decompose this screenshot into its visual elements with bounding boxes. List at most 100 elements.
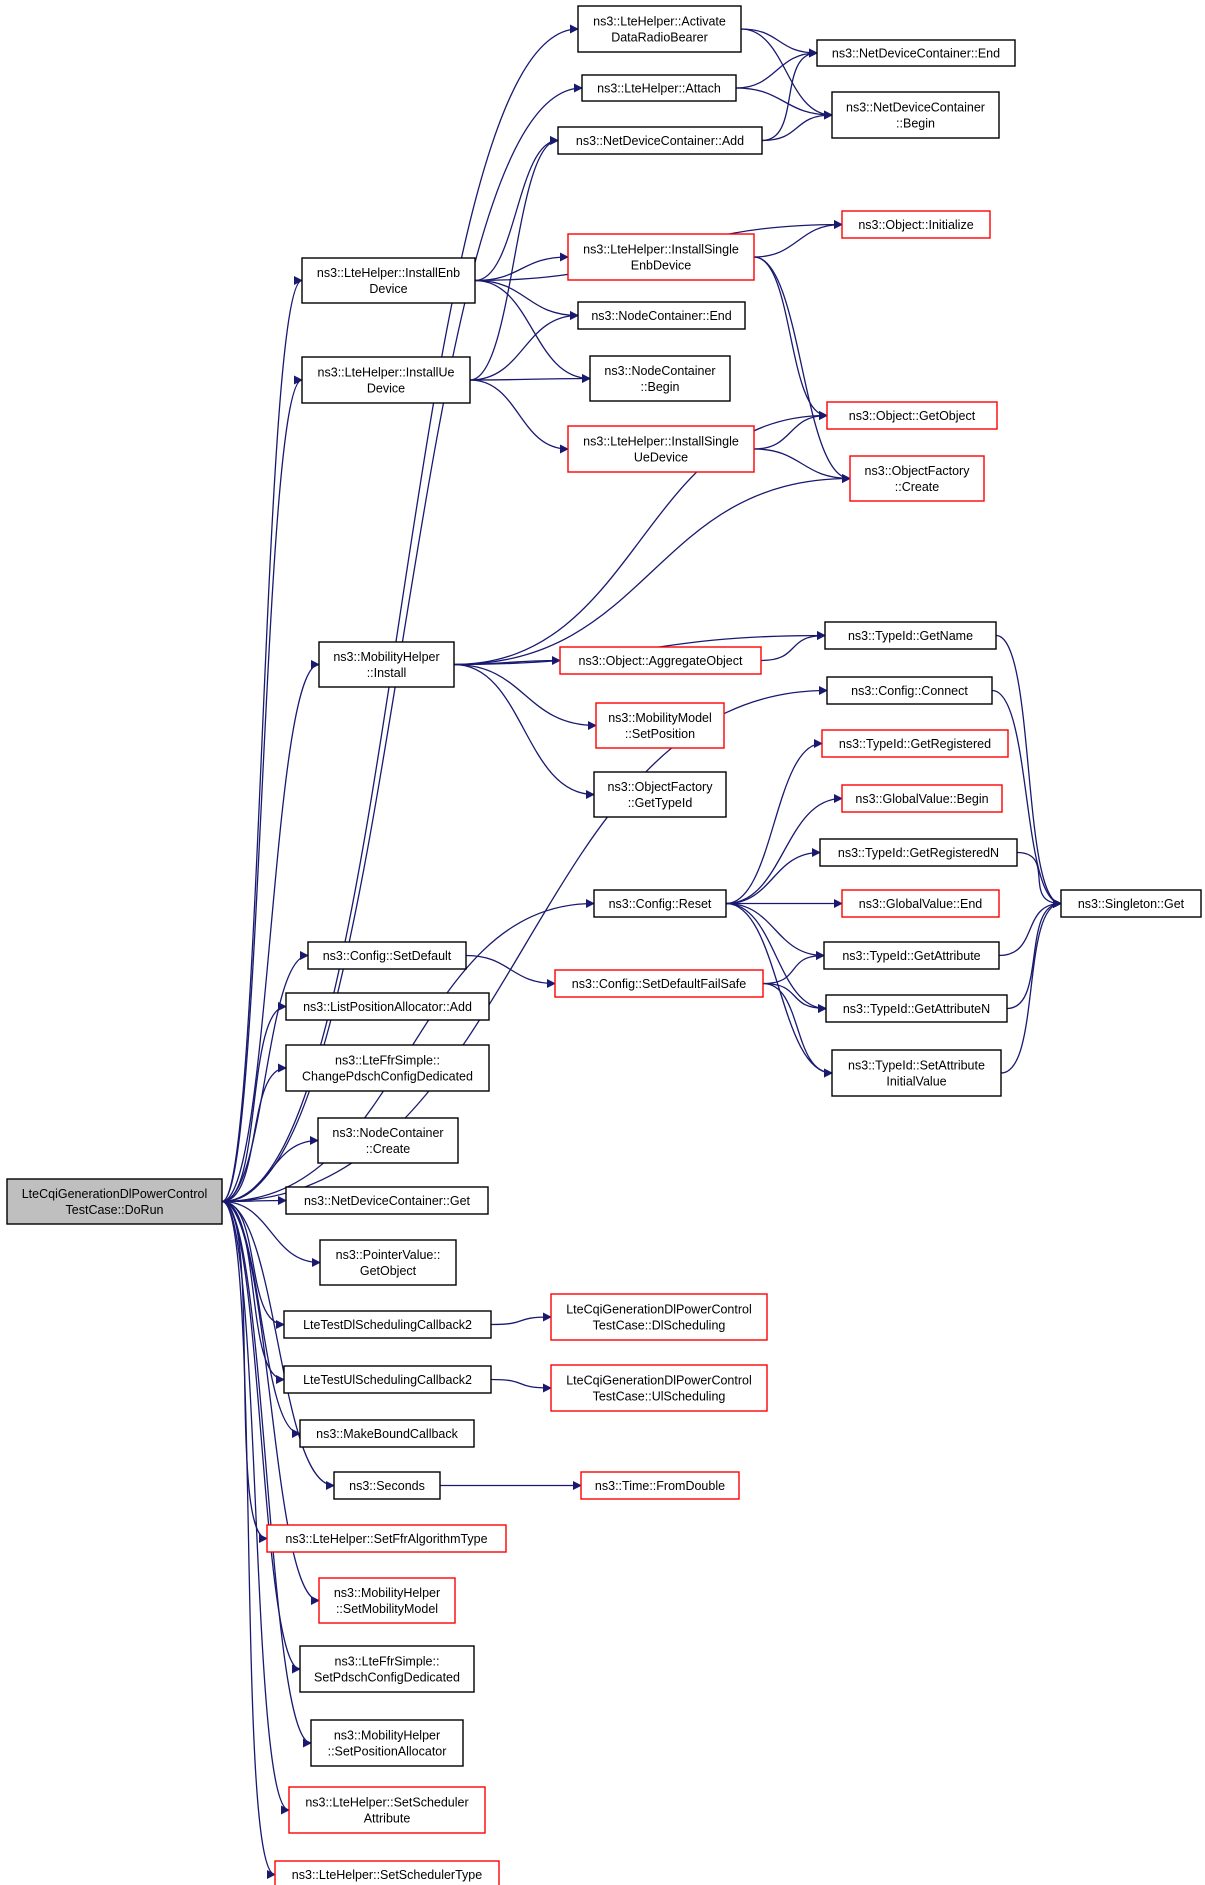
node-tidgetattrn[interactable]: ns3::TypeId::GetAttributeN — [825, 994, 1008, 1023]
edge-arrow — [221, 1200, 301, 1674]
node-box — [841, 784, 1003, 813]
node-label-line: TestCase::DlScheduling — [593, 1319, 726, 1333]
node-setmobility[interactable]: ns3::MobilityHelper::SetMobilityModel — [318, 1577, 456, 1624]
node-getobject[interactable]: ns3::Object::GetObject — [826, 401, 998, 430]
node-ndcget[interactable]: ns3::NetDeviceContainer::Get — [285, 1186, 489, 1215]
node-label-line: ns3::LteHelper::InstallSingle — [583, 243, 739, 257]
node-objinit[interactable]: ns3::Object::Initialize — [841, 210, 991, 239]
edge-arrow — [221, 1200, 321, 1267]
node-tidgetregn[interactable]: ns3::TypeId::GetRegisteredN — [819, 838, 1018, 867]
edge-mhinstall-to-mmsetpos — [453, 663, 597, 730]
node-makebound[interactable]: ns3::MakeBoundCallback — [299, 1419, 475, 1448]
node-lpaadd[interactable]: ns3::ListPositionAllocator::Add — [285, 992, 490, 1021]
edge-tidgetattr-to-singletonget — [998, 899, 1062, 957]
node-setpdsch[interactable]: ns3::LteFfrSimple::SetPdschConfigDedicat… — [299, 1645, 475, 1693]
edge-root-to-installenb — [221, 276, 303, 1203]
node-tidgetname[interactable]: ns3::TypeId::GetName — [824, 621, 997, 650]
edge-root-to-dlsched2 — [221, 1200, 285, 1329]
node-ofcreate[interactable]: ns3::ObjectFactory::Create — [849, 455, 985, 502]
node-changepdsch[interactable]: ns3::LteFfrSimple::ChangePdschConfigDedi… — [285, 1044, 490, 1092]
node-label-line: ns3::Object::Initialize — [858, 218, 973, 232]
node-cfgreset[interactable]: ns3::Config::Reset — [593, 889, 727, 918]
edge-arrow — [221, 1002, 287, 1203]
node-box — [593, 889, 727, 918]
node-box — [825, 994, 1008, 1023]
node-cfgsetdefault[interactable]: ns3::Config::SetDefault — [307, 941, 467, 970]
edge-cfgreset-to-tidgetregn — [725, 848, 821, 905]
edge-arrow — [453, 663, 597, 730]
node-cfgconnect[interactable]: ns3::Config::Connect — [826, 676, 993, 705]
edge-root-to-setpdsch — [221, 1200, 301, 1674]
edge-activate-to-ndcend — [740, 28, 818, 58]
node-setffr[interactable]: ns3::LteHelper::SetFfrAlgorithmType — [266, 1524, 507, 1553]
node-label-line: ns3::NetDeviceContainer::Add — [576, 134, 744, 148]
node-dlsched2[interactable]: LteTestDlSchedulingCallback2 — [283, 1310, 492, 1339]
node-ndcbegin[interactable]: ns3::NetDeviceContainer::Begin — [831, 91, 1000, 139]
node-box — [318, 1577, 456, 1624]
node-ncend[interactable]: ns3::NodeContainer::End — [577, 301, 746, 330]
node-label-line: ::SetPositionAllocator — [328, 1745, 447, 1759]
node-setposalloc[interactable]: ns3::MobilityHelper::SetPositionAllocato… — [310, 1719, 464, 1767]
node-ofgettypeid[interactable]: ns3::ObjectFactory::GetTypeId — [593, 771, 727, 818]
node-box — [826, 676, 993, 705]
edge-arrow — [753, 448, 851, 483]
node-mhinstall[interactable]: ns3::MobilityHelper::Install — [318, 641, 455, 688]
node-setschedtype[interactable]: ns3::LteHelper::SetSchedulerType — [274, 1860, 500, 1885]
node-timefromdouble[interactable]: ns3::Time::FromDouble — [580, 1471, 740, 1500]
node-label-line: ns3::GlobalValue::End — [859, 897, 983, 911]
edge-arrow — [474, 136, 559, 282]
edge-root-to-changepdsch — [221, 1063, 287, 1203]
node-label-line: ns3::Object::AggregateObject — [579, 654, 744, 668]
node-attach[interactable]: ns3::LteHelper::Attach — [581, 74, 737, 102]
edge-ndcadd-to-ndcend — [761, 48, 818, 142]
node-tidgetattr[interactable]: ns3::TypeId::GetAttribute — [823, 941, 1000, 970]
node-ncbegin[interactable]: ns3::NodeContainer::Begin — [589, 355, 731, 402]
edge-installenb-to-ndcadd — [474, 136, 559, 282]
node-ulsched[interactable]: LteCqiGenerationDlPowerControlTestCase::… — [550, 1364, 768, 1412]
edge-arrow — [991, 689, 1062, 908]
edge-arrow — [995, 634, 1062, 908]
node-box — [274, 1860, 500, 1885]
node-box — [577, 5, 742, 53]
node-box — [831, 91, 1000, 139]
node-cfgsetdefaultfs[interactable]: ns3::Config::SetDefaultFailSafe — [554, 969, 764, 998]
node-box — [824, 621, 997, 650]
edge-arrow — [221, 276, 303, 1203]
node-pvgetobject[interactable]: ns3::PointerValue::GetObject — [319, 1239, 457, 1286]
node-label-line: ns3::TypeId::GetAttributeN — [843, 1002, 990, 1016]
node-ndcadd[interactable]: ns3::NetDeviceContainer::Add — [557, 126, 763, 155]
node-mmsetpos[interactable]: ns3::MobilityModel::SetPosition — [595, 702, 725, 749]
node-aggregate[interactable]: ns3::Object::AggregateObject — [559, 646, 762, 675]
edge-cfgsetdefault-to-cfgsetdefaultfs — [465, 954, 556, 988]
edge-arrow — [221, 1200, 285, 1329]
node-label-line: ns3::NetDeviceContainer::Get — [304, 1194, 471, 1208]
node-label-line: ns3::TypeId::GetName — [848, 629, 973, 643]
node-label-line: LteCqiGenerationDlPowerControl — [566, 1374, 752, 1388]
node-box — [319, 1239, 457, 1286]
node-box — [816, 39, 1016, 67]
edge-mhinstall-to-aggregate — [453, 656, 561, 666]
node-gvbegin[interactable]: ns3::GlobalValue::Begin — [841, 784, 1003, 813]
node-gvend[interactable]: ns3::GlobalValue::End — [841, 889, 1000, 918]
edge-arrow — [221, 1200, 320, 1605]
node-layer: LteCqiGenerationDlPowerControl TestCase::… — [6, 5, 1202, 1885]
node-seconds[interactable]: ns3::Seconds — [333, 1471, 441, 1500]
edge-arrow — [735, 48, 818, 89]
node-nccreate[interactable]: ns3::NodeContainer::Create — [317, 1117, 459, 1164]
node-dlsched[interactable]: LteCqiGenerationDlPowerControlTestCase::… — [550, 1293, 768, 1341]
node-label-line: ns3::TypeId::GetRegistered — [839, 737, 991, 751]
node-tidgetreg[interactable]: ns3::TypeId::GetRegistered — [821, 729, 1009, 758]
edge-arrow — [725, 794, 843, 905]
node-label-line: ns3::Config::Connect — [851, 684, 968, 698]
node-singletonget[interactable]: ns3::Singleton::Get — [1060, 889, 1202, 918]
edge-arrow — [740, 28, 818, 58]
node-ndcend[interactable]: ns3::NetDeviceContainer::End — [816, 39, 1016, 67]
node-ulsched2[interactable]: LteTestUlSchedulingCallback2 — [283, 1365, 492, 1394]
